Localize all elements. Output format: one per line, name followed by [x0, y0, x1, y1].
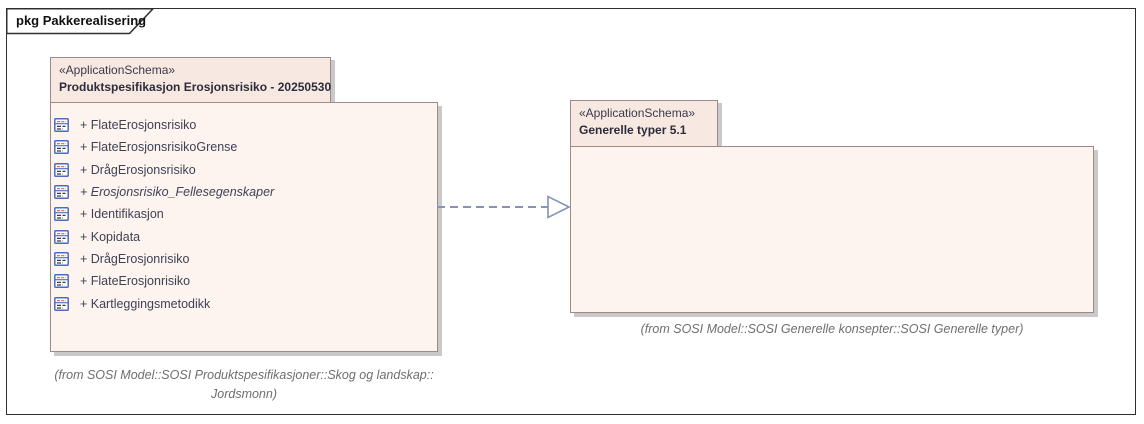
package-generelle-typer-tab[interactable]: «ApplicationSchema» Generelle typer 5.1 [570, 100, 718, 147]
class-item-label: + Kartleggingsmetodikk [80, 296, 211, 311]
diagram-frame-tab [6, 8, 155, 35]
caption-line: (from SOSI Model::SOSI Generelle konsept… [640, 322, 1024, 336]
class-item-label: + FlateErosjonsrisikoGrense [80, 140, 238, 155]
class-item-label: + Identifikasjon [80, 207, 164, 222]
list-item[interactable]: + Erosjonsrisiko_Fellesegenskaper [53, 181, 274, 203]
package-source-caption: (from SOSI Model::SOSI Generelle konsept… [570, 320, 1094, 339]
class-icon [54, 296, 69, 311]
class-icon [54, 251, 69, 266]
list-item[interactable]: + DrågErosjonrisiko [53, 248, 274, 270]
list-item[interactable]: + Kartleggingsmetodikk [53, 292, 274, 314]
class-icon [54, 207, 69, 222]
package-source-caption: (from SOSI Model::SOSI Produktspesifikas… [29, 366, 459, 404]
package-stereotype: «ApplicationSchema» [579, 106, 696, 120]
list-item[interactable]: + Identifikasjon [53, 203, 274, 225]
class-item-label: + Erosjonsrisiko_Fellesegenskaper [80, 185, 275, 200]
realization-arrow[interactable] [437, 192, 572, 222]
package-name: Produktspesifikasjon Erosjonsrisiko - 20… [59, 80, 332, 94]
list-item[interactable]: + FlateErosjonsrisikoGrense [53, 136, 274, 158]
list-item[interactable]: + Kopidata [53, 225, 274, 247]
package-name: Generelle typer 5.1 [579, 123, 687, 137]
class-icon [54, 118, 69, 133]
package-produktspesifikasjon-body[interactable]: + FlateErosjonsrisiko + FlateErosjonsris… [50, 102, 438, 352]
class-icon [54, 274, 69, 289]
class-icon [54, 185, 69, 199]
diagram-title: pkg Pakkerealisering [16, 13, 147, 28]
class-item-label: + FlateErosjonsrisiko [80, 118, 197, 133]
list-item[interactable]: + FlateErosjonrisiko [53, 270, 274, 292]
list-item[interactable]: + DrågErosjonsrisiko [53, 159, 274, 181]
class-item-label: + Kopidata [80, 229, 141, 244]
list-item[interactable]: + FlateErosjonsrisiko [53, 114, 274, 136]
package-item-list: + FlateErosjonsrisiko + FlateErosjonsris… [53, 114, 274, 315]
class-icon [54, 140, 69, 155]
caption-line: (from SOSI Model::SOSI Produktspesifikas… [54, 368, 434, 382]
class-item-label: + DrågErosjonrisiko [80, 251, 190, 266]
package-produktspesifikasjon-tab[interactable]: «ApplicationSchema» Produktspesifikasjon… [50, 57, 331, 103]
class-icon [54, 162, 69, 177]
package-stereotype: «ApplicationSchema» [59, 63, 176, 77]
caption-line: Jordsmonn) [211, 387, 277, 401]
class-item-label: + FlateErosjonrisiko [80, 274, 191, 289]
class-item-label: + DrågErosjonsrisiko [80, 162, 196, 177]
class-icon [54, 229, 69, 244]
package-generelle-typer-body[interactable] [570, 146, 1094, 313]
